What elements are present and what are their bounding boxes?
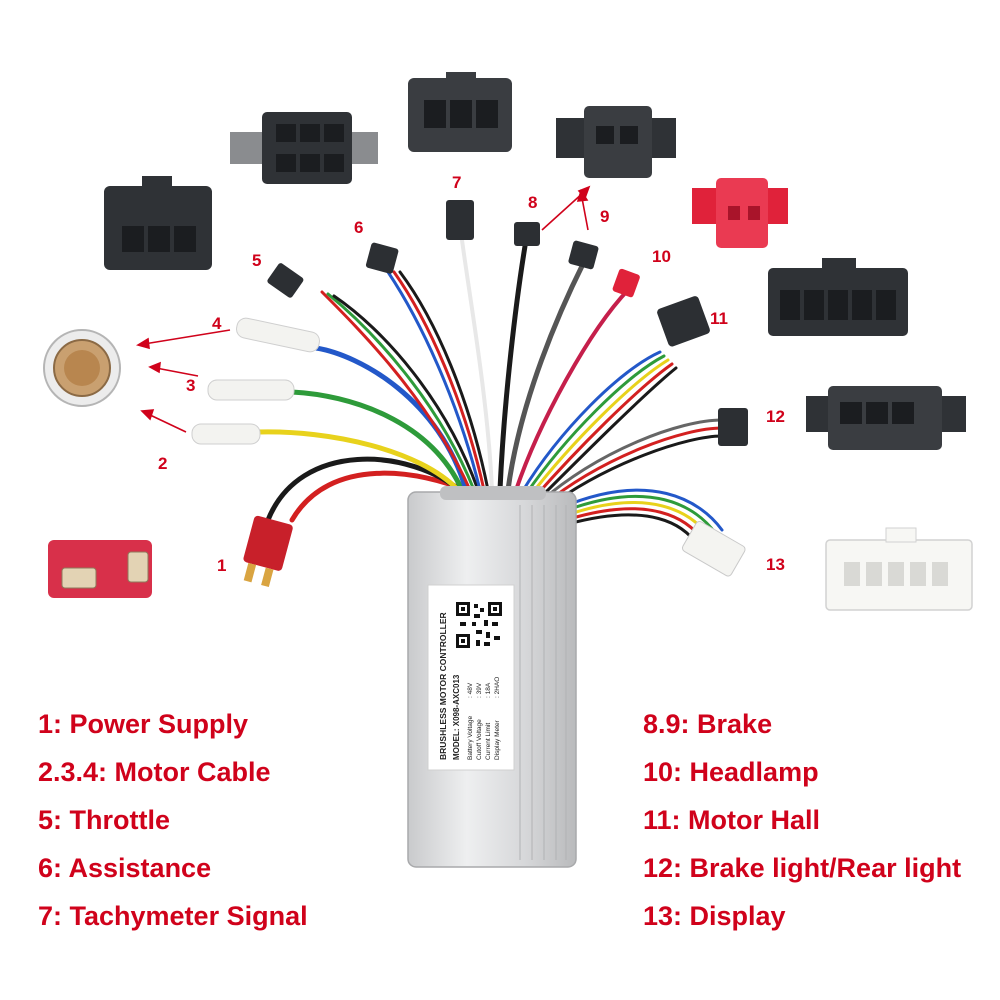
spec-name-2: Current Limit <box>485 723 492 760</box>
connector-motor-socket <box>43 329 121 407</box>
spec-value-0: : 48V <box>467 682 474 698</box>
wire-throttle-green <box>326 292 476 492</box>
legend-item: 10: Headlamp <box>643 757 819 787</box>
wire-motor-yellow <box>255 429 461 493</box>
callout-6: 6 <box>354 218 363 237</box>
connector-brake-photo <box>556 106 676 178</box>
plug-motor-2 <box>191 423 261 445</box>
callout-9: 9 <box>600 207 609 226</box>
wire-throttle-black <box>332 294 480 492</box>
plug-rear-light <box>718 408 748 446</box>
legend-item: 12: Brake light/Rear light <box>643 853 962 883</box>
connector-headlamp-photo <box>692 178 788 248</box>
spec-value-2: : 18A <box>485 682 492 698</box>
controller-title: BRUSHLESS MOTOR CONTROLLER <box>438 612 448 760</box>
wire-hall-yellow <box>528 358 670 498</box>
callout-10: 10 <box>652 247 671 266</box>
wire-tach-white <box>460 238 494 492</box>
wire-hall-black <box>536 366 678 502</box>
wire-hall-red <box>532 362 674 500</box>
wire-display-green <box>560 494 718 536</box>
plug-motor-3 <box>207 379 295 401</box>
callout-3: 3 <box>186 376 195 395</box>
legend-item: 8.9: Brake <box>643 709 773 739</box>
connector-display-photo <box>825 527 973 611</box>
callout-7: 7 <box>452 173 461 192</box>
spec-name-0: Battery Voltage <box>467 716 474 760</box>
callout-11: 11 <box>710 309 728 328</box>
wire-bundle <box>255 237 724 548</box>
plug-brake-9 <box>568 240 599 270</box>
legend-item: 6: Assistance <box>38 853 212 883</box>
qr-code-icon <box>456 602 502 648</box>
callout-5: 5 <box>252 251 261 270</box>
plug-brake-8 <box>514 222 540 246</box>
spec-name-3: Display Meter <box>494 719 501 760</box>
callout-8: 8 <box>528 193 537 212</box>
wire-brake8-black <box>497 237 529 493</box>
connector-hall-photo <box>768 258 908 336</box>
controller-model: MODEL: X098-AXC013 <box>452 674 461 760</box>
plug-throttle <box>267 263 304 298</box>
wire-hall-blue <box>520 350 662 494</box>
plug-tachymeter <box>446 200 474 240</box>
legend-item: 7: Tachymeter Signal <box>38 901 308 931</box>
spec-value-3: : 2HAO <box>494 677 501 698</box>
legend-item: 11: Motor Hall <box>643 805 821 835</box>
plug-assistance <box>365 242 399 274</box>
controller-housing: BRUSHLESS MOTOR CONTROLLER MODEL: X098-A… <box>407 486 577 868</box>
wire-assist-black <box>398 270 490 492</box>
callout-12: 12 <box>766 407 785 426</box>
wire-assist-red <box>392 270 486 492</box>
plug-power-tplug <box>243 515 293 588</box>
legend-item: 13: Display <box>643 901 786 931</box>
plug-display <box>681 520 746 577</box>
wire-throttle-red <box>320 290 472 492</box>
wire-rearlight-red <box>540 426 724 508</box>
legend-item: 1: Power Supply <box>38 709 249 739</box>
wire-rearlight-gray <box>538 418 724 504</box>
callout-4: 4 <box>212 314 222 333</box>
plug-motor-4 <box>236 317 320 353</box>
connector-tachymeter-photo <box>408 72 512 152</box>
connector-rearlight-photo <box>806 386 966 450</box>
spec-name-1: Cutoff Voltage <box>476 719 483 760</box>
callout-numbers: 1 2 3 4 5 6 7 8 9 10 11 12 13 <box>158 173 785 575</box>
wire-motor-green <box>289 389 465 493</box>
callout-arrows <box>135 185 591 433</box>
callout-13: 13 <box>766 555 785 574</box>
wire-assist-blue <box>386 270 482 492</box>
plug-motor-hall <box>657 296 710 347</box>
spec-value-1: : 39V <box>476 682 483 698</box>
callout-2: 2 <box>158 454 167 473</box>
legend-left: 1: Power Supply 2.3.4: Motor Cable 5: Th… <box>38 700 308 940</box>
wire-brake9-gray <box>505 259 587 493</box>
wire-headlamp-red <box>514 288 630 492</box>
plug-headlamp <box>612 268 640 298</box>
legend-item: 5: Throttle <box>38 805 170 835</box>
legend-right: 8.9: Brake 10: Headlamp 11: Motor Hall 1… <box>643 700 961 940</box>
wire-display-blue <box>558 488 724 532</box>
connector-throttle-photo <box>104 176 212 270</box>
wire-hall-green <box>524 354 666 496</box>
callout-1: 1 <box>217 556 226 575</box>
connector-assistance-photo <box>230 112 378 184</box>
legend-item: 2.3.4: Motor Cable <box>38 757 271 787</box>
connector-power-red <box>48 540 152 598</box>
